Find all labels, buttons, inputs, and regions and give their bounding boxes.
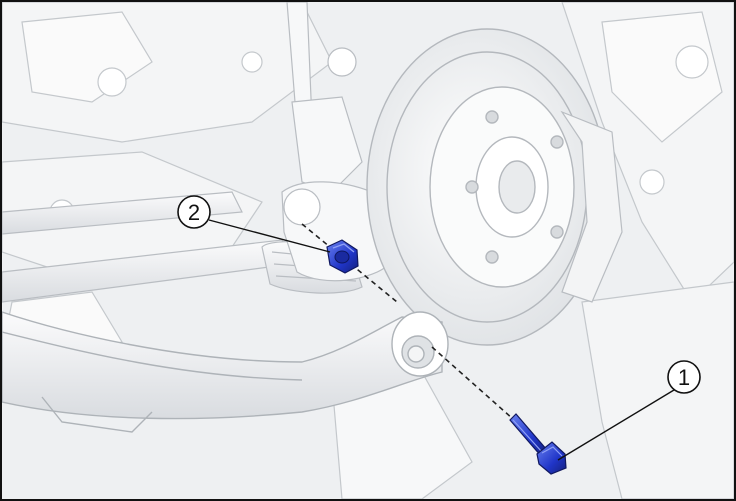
callout-1-label: 1 [678,365,690,390]
callout-2-label: 2 [188,200,200,225]
callout-2: 2 [177,195,211,229]
callout-1: 1 [667,360,701,394]
callout-leaders [208,219,675,461]
nut-icon [326,239,359,274]
assembly-axis [301,223,523,428]
brake-caliper [560,110,623,303]
brake-rotor [366,28,608,346]
steering-knuckle [281,2,393,282]
bolt-icon [509,413,567,475]
lower-control-arm [2,311,449,433]
